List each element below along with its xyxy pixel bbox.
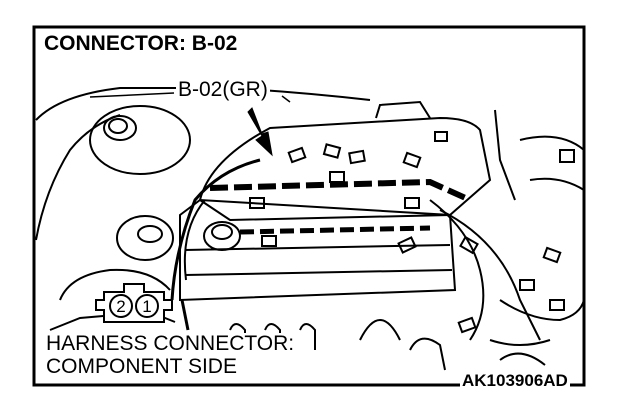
engine-bay-lines [35, 87, 585, 371]
pin-1-circle [135, 294, 159, 318]
pin-2-circle [109, 294, 133, 318]
figure-code: AK103906AD [460, 371, 570, 390]
harness-label-line2: COMPONENT SIDE [44, 355, 239, 378]
pin-2-label: 2 [116, 297, 125, 316]
harness-label-line1: HARNESS CONNECTOR: [44, 332, 297, 355]
diagram-frame [32, 25, 586, 387]
callout-leader-right [281, 95, 291, 103]
pointer-arrow [247, 107, 273, 157]
pin-1-label: 1 [142, 297, 151, 316]
harness-connector-face [95, 283, 173, 323]
connector-callout-label: B-02(GR) [176, 78, 270, 101]
callout-leader [89, 92, 175, 98]
diagram-title: CONNECTOR: B-02 [44, 32, 238, 55]
